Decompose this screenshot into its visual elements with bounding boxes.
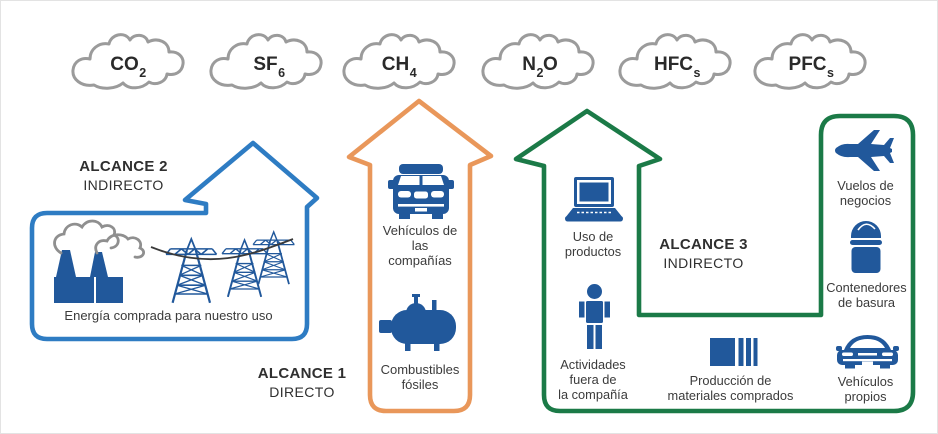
vuelos-label: Vuelos de negocios bbox=[837, 178, 894, 208]
cloud-label-n2o: N2O bbox=[522, 54, 558, 80]
scope2-title: ALCANCE 2 INDIRECTO bbox=[56, 157, 191, 195]
scope3-title: ALCANCE 3 INDIRECTO bbox=[631, 235, 776, 273]
factory-icon bbox=[53, 219, 145, 303]
scope1-title-text: ALCANCE 1 bbox=[257, 365, 347, 382]
scope3-arrow-shape bbox=[513, 108, 916, 414]
produccion-label: Producción de materiales comprados bbox=[667, 373, 794, 403]
energia-label: Energía comprada para nuestro uso bbox=[64, 308, 273, 323]
vehiculos-propios-label: Vehículos propios bbox=[837, 374, 894, 404]
contenedores-label: Contenedores de basura bbox=[826, 280, 907, 310]
cloud-label-hfcs: HFCs bbox=[653, 54, 701, 80]
cloud-label-ch4: CH4 bbox=[381, 54, 417, 80]
actividades-label: Actividades fuera de la compañía bbox=[558, 357, 628, 402]
scope1-arrow-shape bbox=[346, 98, 494, 414]
cloud-label-pfcs: PFCs bbox=[788, 54, 834, 80]
materials-icon bbox=[710, 338, 758, 366]
scope2-title-text: ALCANCE 2 bbox=[79, 158, 168, 175]
power-lines-icon bbox=[150, 231, 296, 304]
uso-productos-label: Uso de productos bbox=[564, 229, 622, 259]
cloud-label-co2: CO2 bbox=[110, 54, 147, 80]
scope3-subtitle-text: INDIRECTO bbox=[663, 255, 744, 271]
scope3-title-text: ALCANCE 3 bbox=[659, 236, 748, 253]
fuel-tank-icon bbox=[379, 294, 456, 351]
van-icon bbox=[388, 164, 454, 219]
person-icon bbox=[579, 284, 610, 349]
scope1-title: ALCANCE 1 DIRECTO bbox=[241, 364, 363, 402]
gas-clouds bbox=[71, 33, 867, 90]
cloud-label-sf6: SF6 bbox=[253, 54, 286, 80]
scope2-subtitle-text: INDIRECTO bbox=[83, 177, 164, 193]
vehiculos-companias-label: Vehículos de las compañías bbox=[382, 223, 458, 268]
airplane-icon bbox=[835, 130, 894, 171]
car-icon bbox=[836, 335, 899, 369]
combustibles-label: Combustibles fósiles bbox=[380, 362, 460, 392]
laptop-icon bbox=[565, 177, 623, 222]
trash-bin-icon bbox=[850, 221, 882, 273]
scope1-subtitle-text: DIRECTO bbox=[269, 384, 335, 400]
